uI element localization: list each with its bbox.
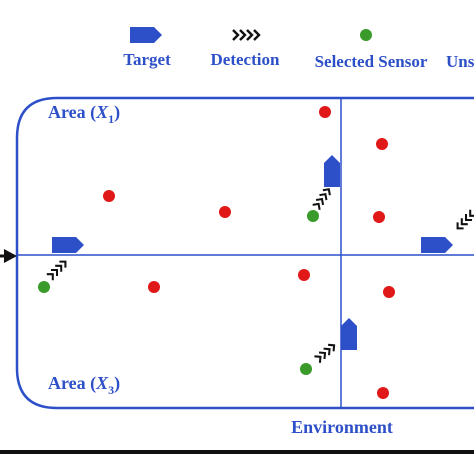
unselected-sensor bbox=[219, 206, 231, 218]
selected-sensor-icon bbox=[360, 29, 372, 41]
unselected-sensor bbox=[383, 286, 395, 298]
legend-detection-label: Detection bbox=[211, 50, 280, 69]
selected-sensor bbox=[38, 281, 50, 293]
unselected-sensor bbox=[373, 211, 385, 223]
arrow-right-icon bbox=[0, 249, 17, 263]
area-3-label: Area (X3) bbox=[48, 373, 120, 397]
environment-label: Environment bbox=[291, 417, 393, 437]
environment-border bbox=[15, 96, 474, 410]
legend-selected-sensor-label: Selected Sensor bbox=[315, 52, 428, 71]
target-marker bbox=[52, 237, 84, 253]
unselected-sensor bbox=[319, 106, 331, 118]
selected-sensor bbox=[307, 210, 319, 222]
unselected-sensor bbox=[148, 281, 160, 293]
unselected-sensor bbox=[298, 269, 310, 281]
legend-unselected-sensor-label: Uns bbox=[446, 52, 474, 71]
target-marker bbox=[324, 155, 340, 187]
target-marker bbox=[341, 318, 357, 350]
bottom-rule bbox=[0, 450, 474, 454]
area-1-label: Area (X1) bbox=[48, 102, 120, 126]
detection-marker bbox=[453, 208, 474, 233]
detection-marker bbox=[311, 185, 334, 211]
unselected-sensor bbox=[103, 190, 115, 202]
target-marker bbox=[421, 237, 453, 253]
detection-marker bbox=[45, 257, 70, 282]
legend: Target Detection Selected Sensor Uns bbox=[123, 27, 474, 71]
unselected-sensor bbox=[377, 387, 389, 399]
selected-sensor bbox=[300, 363, 312, 375]
legend-target-label: Target bbox=[123, 50, 171, 69]
unselected-sensor bbox=[376, 138, 388, 150]
target-icon bbox=[130, 27, 162, 43]
detection-icon bbox=[231, 28, 261, 42]
detection-marker bbox=[313, 341, 338, 364]
